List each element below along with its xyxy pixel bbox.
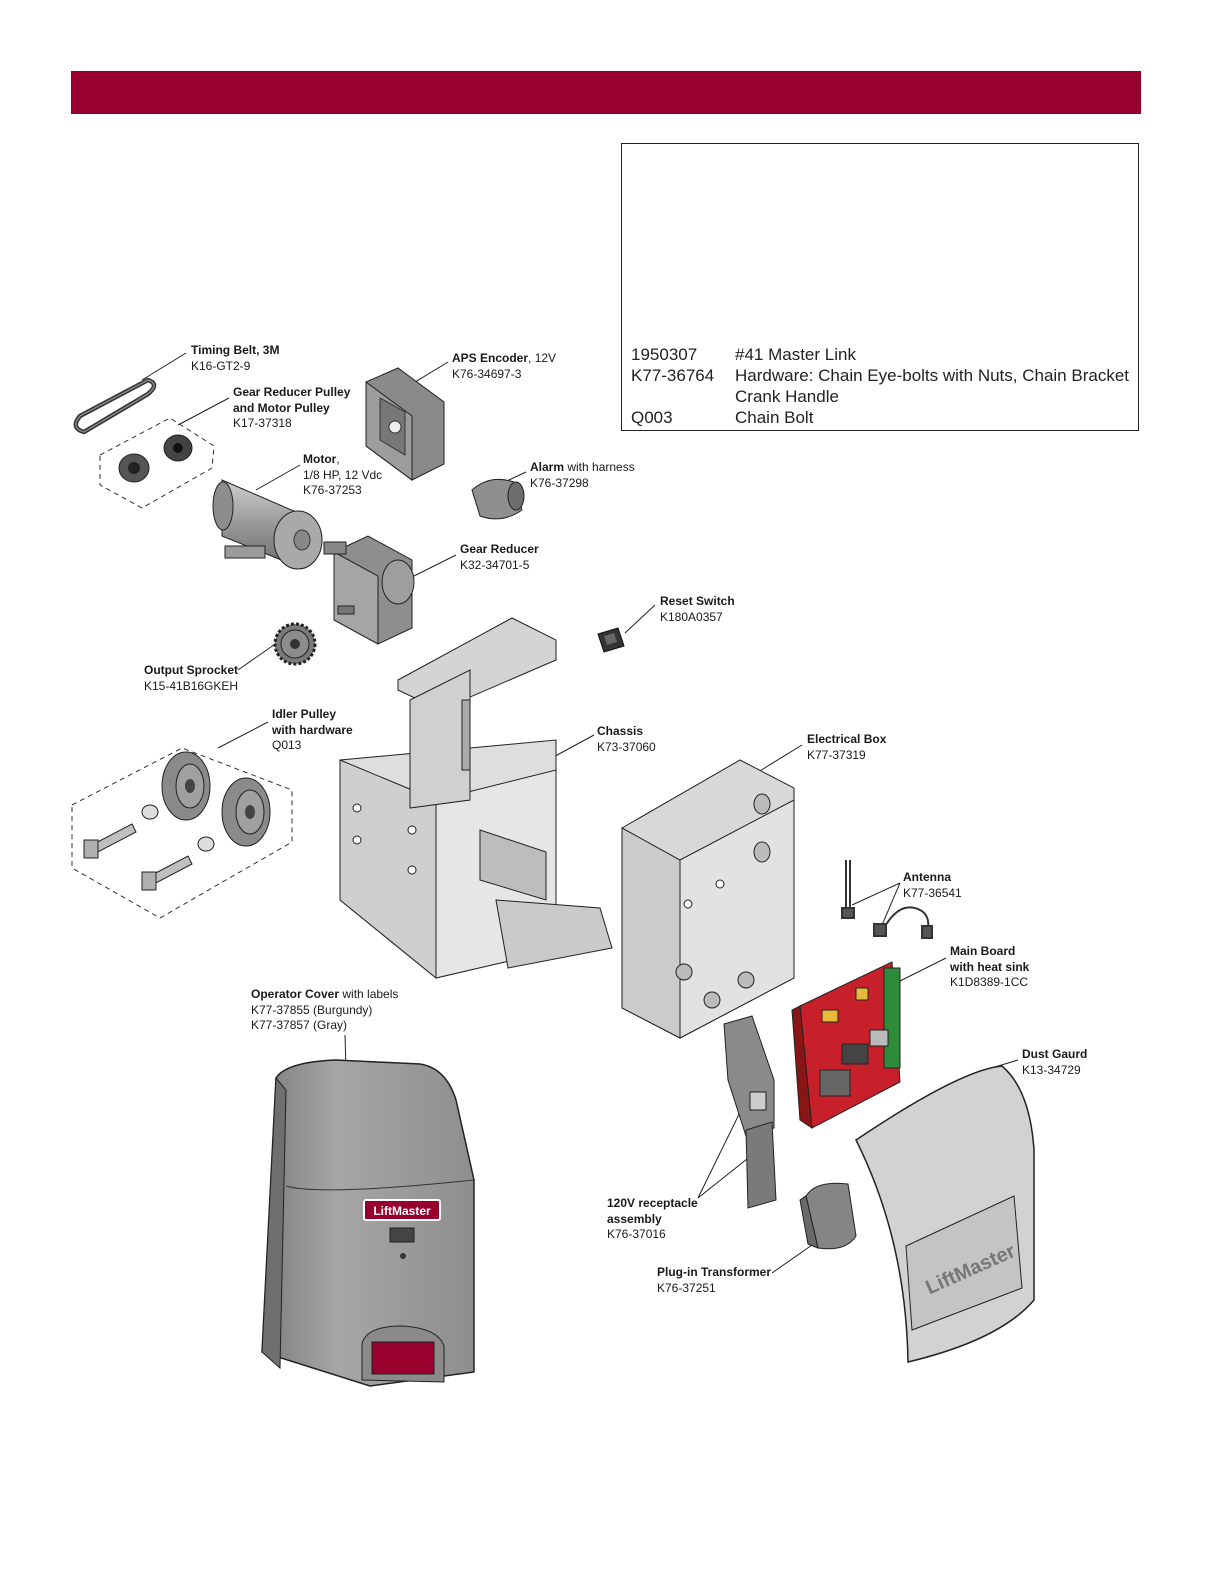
main-board	[791, 961, 901, 1130]
idler-bolts	[83, 804, 215, 891]
idler-pulley	[161, 751, 211, 821]
reset-switch	[597, 627, 625, 653]
timing-belt-label: Timing Belt, 3M K16-GT2-9	[191, 343, 280, 373]
gear-reducer-pulley-label: Gear Reducer Pulley and Motor Pulley K17…	[233, 385, 351, 430]
electrical-box-label: Electrical Box K77-37319	[807, 732, 887, 762]
plug-in-transformer	[799, 1182, 857, 1250]
parts-row: K77-36764 Hardware: Chain Eye-bolts with…	[631, 365, 1131, 407]
gear-reducer-label: Gear Reducer K32-34701-5	[460, 542, 539, 572]
gear-reducer-pulley	[118, 453, 150, 483]
header-bar	[71, 71, 1141, 114]
motor-pulley	[163, 434, 193, 462]
leader-lines	[141, 352, 1019, 1274]
receptacle-assembly	[723, 1015, 777, 1209]
dust-guard-label: Dust Gaurd K13-34729	[1022, 1047, 1088, 1077]
antenna-label: Antenna K77-36541	[903, 870, 962, 900]
part-number: K77-36764	[631, 366, 715, 385]
part-number: Q003	[631, 408, 673, 427]
parts-row: 1950307 #41 Master Link	[631, 344, 1131, 365]
timing-belt	[73, 377, 157, 435]
alarm-label: Alarm with harness K76-37298	[530, 460, 635, 490]
cover-logo: LiftMaster	[373, 1204, 431, 1218]
aps-encoder-label: APS Encoder, 12V K76-34697-3	[452, 351, 557, 381]
antenna	[841, 860, 933, 939]
electrical-box	[621, 759, 795, 1039]
motor	[212, 479, 323, 570]
output-sprocket	[273, 622, 317, 666]
alarm	[471, 478, 525, 520]
gear-reducer	[323, 535, 415, 645]
aps-encoder	[365, 367, 445, 481]
motor-label: Motor, 1/8 HP, 12 Vdc K76-37253	[303, 452, 383, 497]
pulley-group-outline	[99, 417, 215, 509]
parts-list-box: 1950307 #41 Master Link K77-36764 Hardwa…	[621, 143, 1139, 431]
main-board-label: Main Board with heat sink K1D8389-1CC	[950, 944, 1030, 989]
parts-table: 1950307 #41 Master Link K77-36764 Hardwa…	[631, 344, 1131, 428]
dust-guard: LiftMaster	[855, 1065, 1035, 1363]
reset-switch-label: Reset Switch K180A0357	[660, 594, 735, 624]
receptacle-label: 120V receptacle assembly K76-37016	[607, 1196, 698, 1241]
chassis	[339, 617, 613, 980]
parts-row: Q003 Chain Bolt	[631, 407, 1131, 428]
idler-pulley-label: Idler Pulley with hardware Q013	[272, 707, 353, 752]
part-description: Hardware: Chain Eye-bolts with Nuts, Cha…	[735, 366, 1129, 406]
operator-cover: LiftMaster	[261, 1059, 475, 1387]
part-number: 1950307	[631, 345, 698, 364]
output-sprocket-label: Output Sprocket K15-41B16GKEH	[144, 663, 239, 693]
idler-pulley	[221, 777, 271, 847]
part-description: Chain Bolt	[735, 408, 814, 427]
transformer-label: Plug-in Transformer K76-37251	[657, 1265, 772, 1295]
chassis-label: Chassis K73-37060	[597, 724, 656, 754]
part-description: #41 Master Link	[735, 345, 856, 364]
operator-cover-label: Operator Cover with labels K77-37855 (Bu…	[251, 987, 399, 1032]
